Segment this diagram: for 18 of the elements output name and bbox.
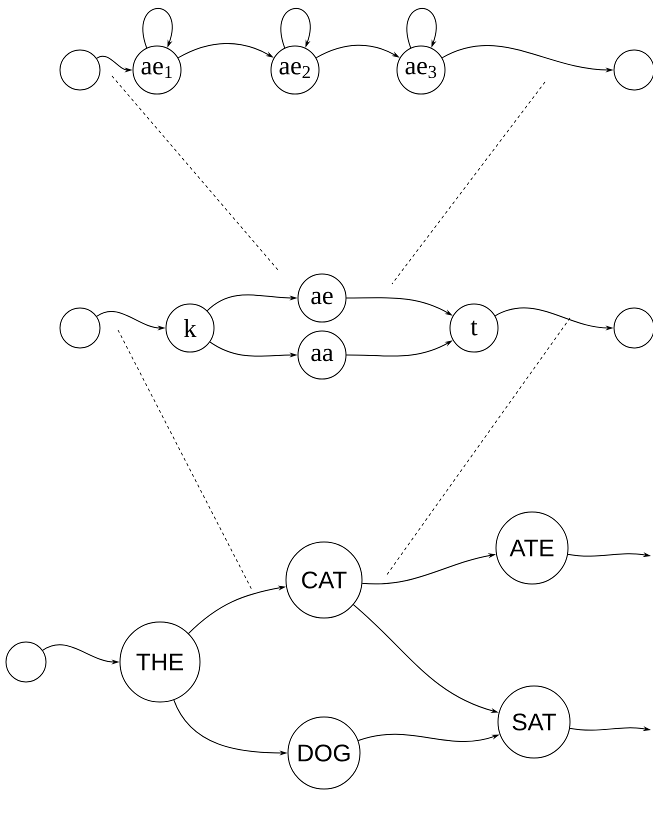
self-loop-arrow	[406, 8, 437, 48]
word-node: CAT	[286, 542, 362, 618]
state-node: ae	[298, 274, 346, 322]
word-node: DOG	[288, 716, 360, 790]
empty-circle	[6, 642, 46, 682]
state-node: aa	[298, 330, 346, 380]
self-loop-arrow	[280, 8, 311, 48]
word-node: SAT	[498, 686, 570, 758]
state-node: ae$_{1}$	[132, 46, 182, 94]
empty-circle	[60, 50, 100, 90]
empty-circle	[60, 308, 100, 348]
state-node: ae$_{3}$	[396, 46, 446, 94]
word-node: ATE	[496, 512, 568, 584]
word-node: THE	[120, 622, 200, 702]
state-node: ae$_{2}$	[270, 46, 320, 94]
state-node: t	[450, 304, 498, 352]
state-node: k	[166, 304, 214, 352]
self-loop-arrow	[142, 8, 173, 48]
